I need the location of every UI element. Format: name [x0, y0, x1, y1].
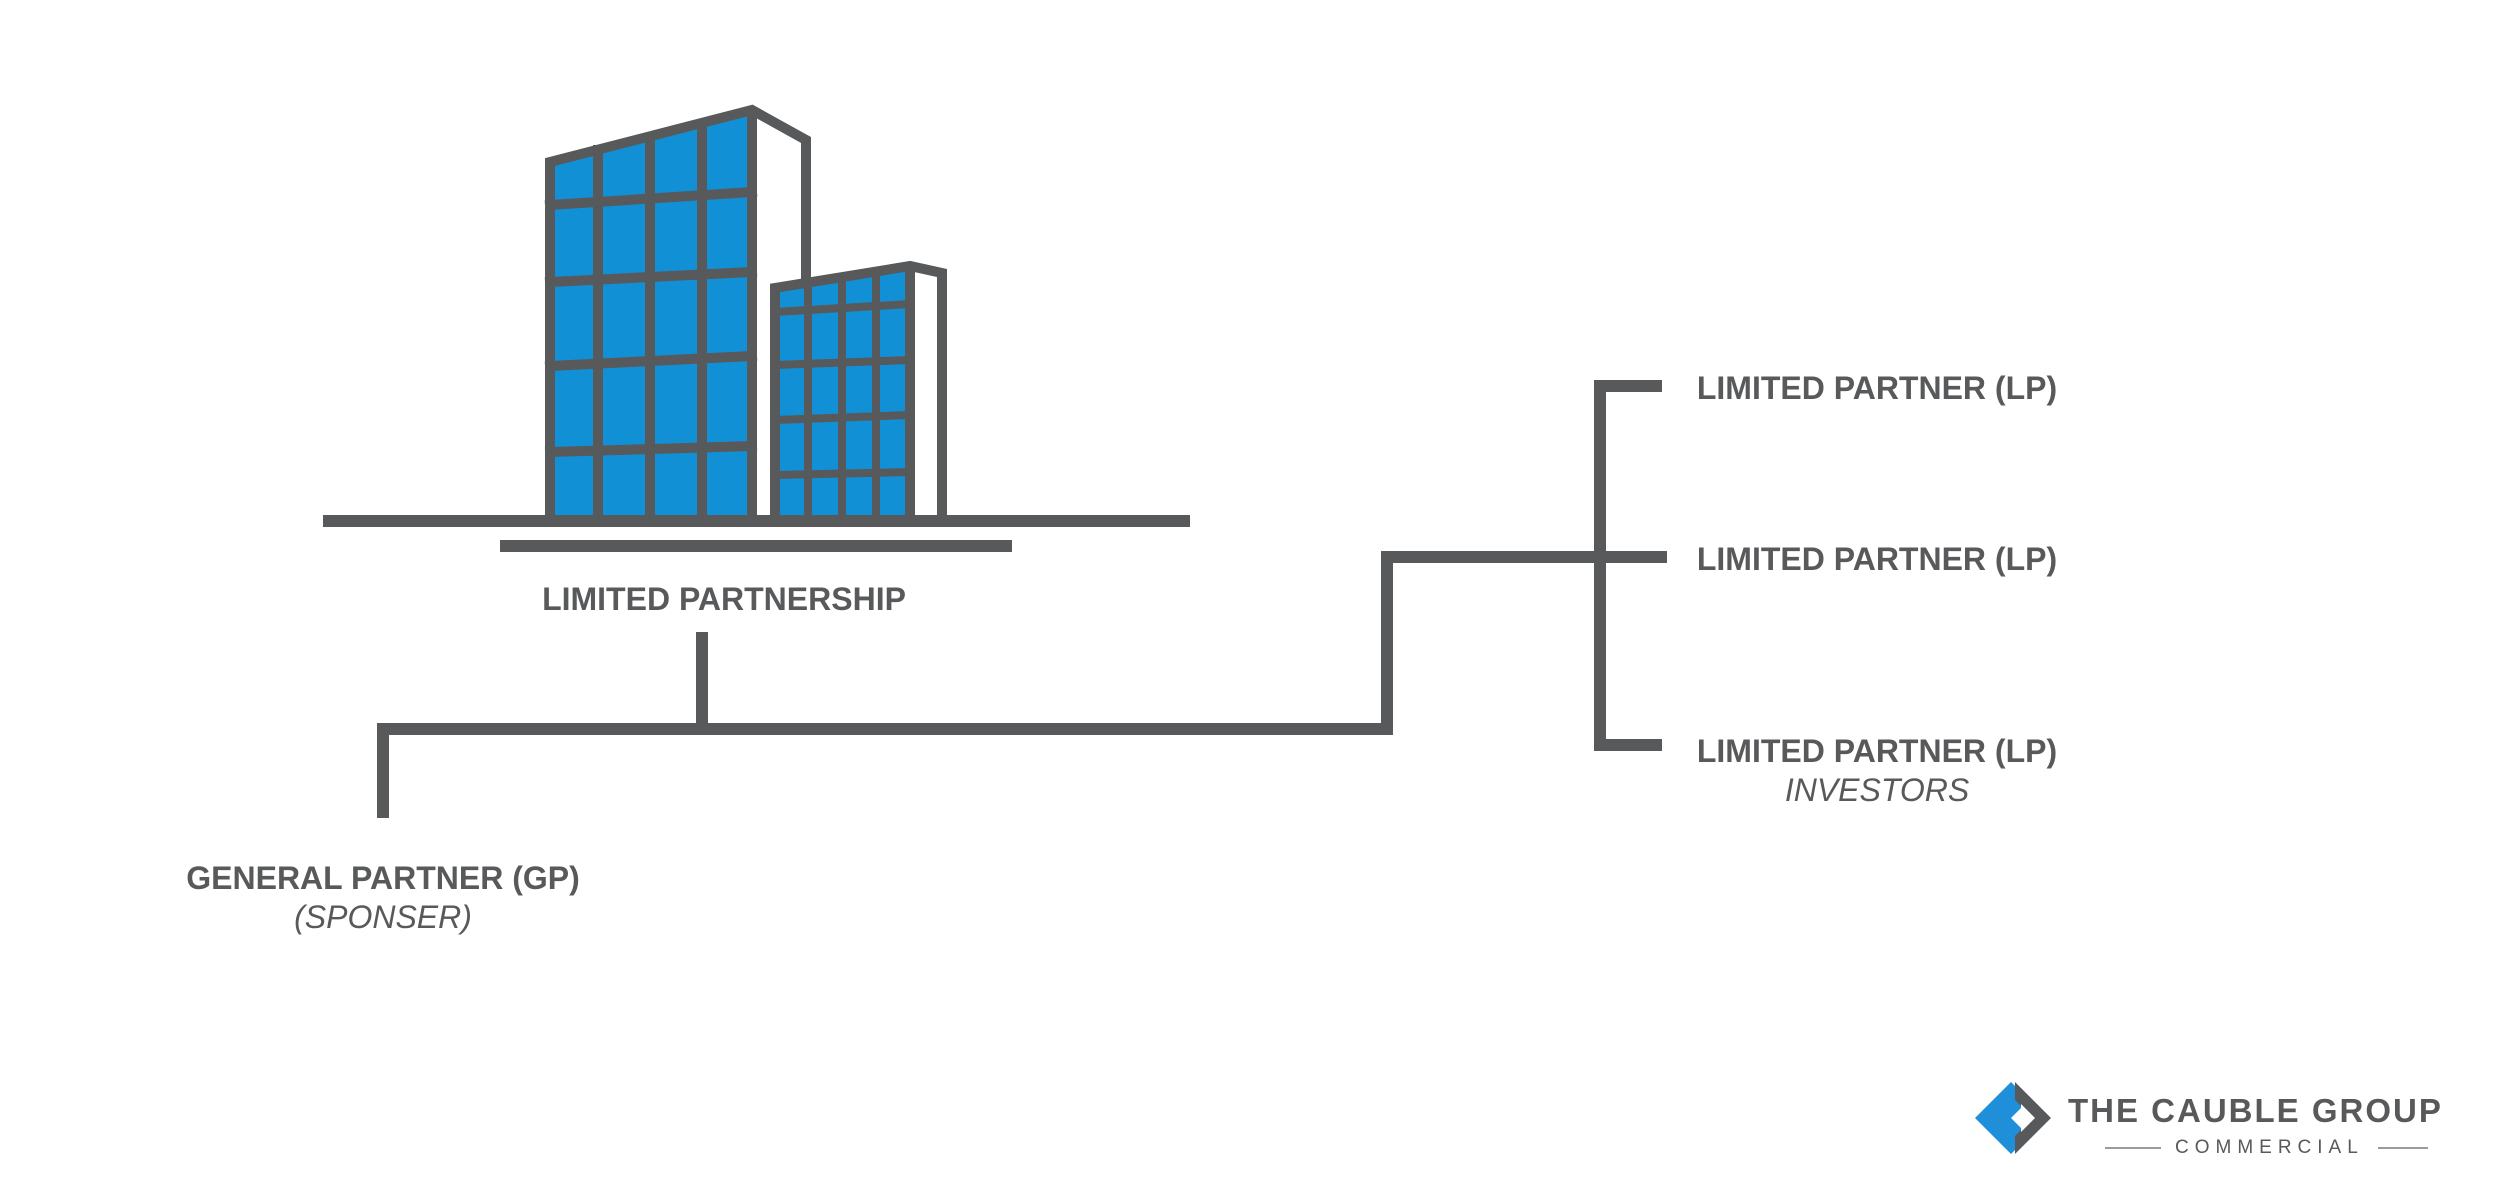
general-partner-label: GENERAL PARTNER (GP): [186, 860, 580, 896]
logo-rule-right: [2377, 1146, 2428, 1149]
lp-bracket: [1594, 380, 1662, 751]
limited-partnership-label: LIMITED PARTNERSHIP: [542, 581, 906, 617]
limited-partner-label-2: LIMITED PARTNER (LP): [1696, 541, 2058, 577]
investors-sublabel: INVESTORS: [1784, 772, 1970, 808]
general-partner-sublabel: (SPONSER): [294, 899, 472, 935]
limited-partner-label-1: LIMITED PARTNER (LP): [1696, 370, 2058, 406]
logo-subtitle-row: COMMERCIAL: [2105, 1138, 2435, 1157]
gp-to-lp-connector: [377, 551, 1667, 818]
logo-subtitle: COMMERCIAL: [2175, 1137, 2364, 1158]
office-buildings-icon: [323, 104, 1190, 552]
limited-partner-label-3: LIMITED PARTNER (LP): [1696, 733, 2058, 769]
logo-rule-left: [2105, 1146, 2161, 1149]
logo-name: THE CAUBLE GROUP: [2068, 1092, 2443, 1129]
company-logo: THE CAUBLE GROUP COMMERCIAL: [1975, 1082, 2455, 1172]
cauble-group-logo-icon: [1975, 1082, 2051, 1154]
connector-lines: [377, 380, 1667, 818]
